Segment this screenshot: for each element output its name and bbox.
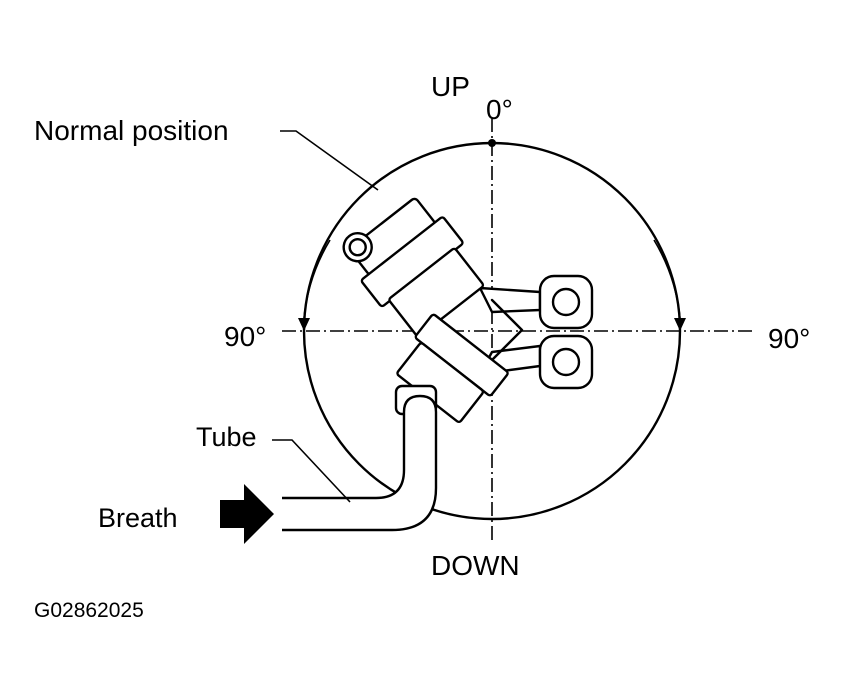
zero-degree-label: 0° [486, 94, 513, 125]
up-label: UP [431, 71, 470, 102]
left-rotation-arrow [303, 239, 331, 319]
top-plug-inner [348, 238, 367, 257]
breath-label: Breath [98, 503, 178, 533]
upper-body-main [388, 247, 485, 338]
lower-mount-hole [551, 347, 581, 377]
right-arrowhead [674, 318, 686, 331]
upper-mount-hole [551, 287, 581, 317]
tube-label: Tube [196, 422, 257, 452]
zero-degree-marker [488, 139, 496, 147]
left-arrowhead [298, 318, 310, 331]
breath-tube [282, 394, 438, 532]
normal-position-label: Normal position [34, 115, 229, 146]
down-label: DOWN [431, 550, 520, 581]
sensor-assembly [342, 197, 594, 423]
breath-arrow-icon [220, 484, 274, 544]
upper-bracket-arm [478, 286, 542, 314]
tube-leader [272, 439, 351, 503]
figure-code: G02862025 [34, 599, 144, 622]
left-ninety-degree-label: 90° [224, 321, 266, 352]
bracket-brace [490, 298, 524, 362]
right-ninety-degree-label: 90° [768, 323, 810, 354]
normal-position-leader [280, 130, 379, 191]
right-rotation-arrow [653, 239, 681, 319]
